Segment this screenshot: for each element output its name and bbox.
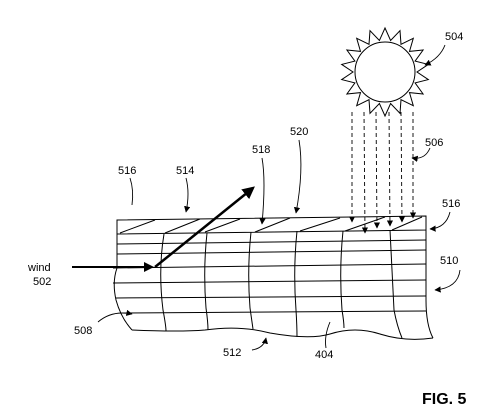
light-rays bbox=[348, 111, 417, 234]
label-514: 514 bbox=[176, 165, 194, 177]
leader-lines bbox=[97, 44, 461, 351]
leader-520 bbox=[293, 139, 302, 214]
label-510: 510 bbox=[440, 255, 458, 267]
leader-506 bbox=[411, 147, 431, 162]
light-ray bbox=[373, 111, 381, 229]
leader-518 bbox=[259, 157, 266, 225]
leader-514 bbox=[184, 177, 191, 213]
sun-disc bbox=[354, 41, 416, 103]
label-wind: wind bbox=[27, 262, 51, 274]
slat-line bbox=[204, 218, 241, 233]
label-516-left: 516 bbox=[118, 165, 136, 177]
horizontal-bands bbox=[112, 239, 427, 314]
vertical-folds bbox=[160, 229, 403, 339]
label-516-right: 516 bbox=[442, 198, 460, 210]
leader-504 bbox=[424, 44, 446, 66]
slat-line bbox=[119, 219, 156, 234]
reference-labels: 504 506 516 516 514 518 520 wind 502 510… bbox=[27, 31, 467, 408]
leader-516-left bbox=[129, 177, 134, 206]
leader-516-right bbox=[429, 211, 451, 232]
sun-rays bbox=[340, 26, 430, 118]
bottom-edge bbox=[131, 327, 434, 340]
wind-arrow bbox=[72, 186, 255, 272]
slat-line bbox=[299, 217, 341, 232]
wind-deflected-arrow bbox=[154, 186, 255, 268]
label-502: 502 bbox=[33, 276, 51, 288]
structure-body bbox=[112, 215, 434, 340]
leader-404 bbox=[325, 321, 331, 349]
label-506: 506 bbox=[425, 137, 443, 149]
light-ray bbox=[361, 111, 369, 234]
label-508: 508 bbox=[74, 325, 92, 337]
slat-line bbox=[344, 216, 386, 232]
label-520: 520 bbox=[290, 126, 308, 138]
leader-508 bbox=[97, 309, 133, 323]
slat-line bbox=[254, 217, 291, 233]
label-512: 512 bbox=[223, 347, 241, 359]
top-slats bbox=[119, 216, 423, 234]
sun bbox=[340, 26, 430, 118]
label-504: 504 bbox=[445, 31, 463, 43]
leader-510 bbox=[434, 269, 461, 293]
light-ray bbox=[398, 111, 406, 223]
slat-line bbox=[164, 218, 201, 234]
light-ray bbox=[386, 111, 394, 227]
left-side bbox=[113, 234, 133, 331]
leader-512 bbox=[251, 337, 268, 351]
label-404: 404 bbox=[315, 349, 333, 361]
slat-line bbox=[391, 216, 423, 231]
right-side bbox=[425, 230, 434, 339]
figure-title: FIG. 5 bbox=[422, 391, 467, 408]
label-518: 518 bbox=[252, 144, 270, 156]
